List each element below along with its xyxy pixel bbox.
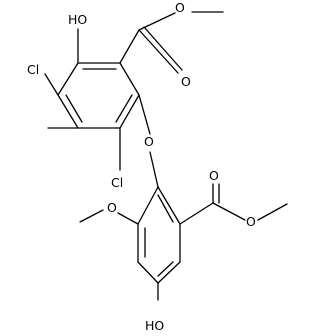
ester2-ether-o-label: O: [246, 214, 256, 229]
ester1-carbonyl-o-label: O: [181, 74, 191, 89]
methoxy-group: O: [79, 200, 139, 225]
lower-benzene-ring: [137, 186, 181, 284]
chemical-structure-diagram: HO Cl Cl O O O O O: [27, 0, 288, 333]
ester2-carbonyl-o-label: O: [209, 168, 219, 183]
cl-left-bond: [44, 73, 59, 96]
bridge-bond-upper: [138, 94, 151, 135]
oh-bottom-label: HO: [145, 318, 164, 333]
ester1-ether-o-label: O: [175, 0, 185, 15]
methoxy-o-label: O: [107, 200, 117, 215]
upper-ester-group: O O: [119, 0, 224, 89]
upper-benzene-ring: [57, 62, 140, 129]
cl-bottom-label: Cl: [111, 175, 123, 190]
cl-left-label: Cl: [27, 62, 39, 77]
bridge-bond-lower: [149, 151, 159, 188]
oh-top-label: HO: [68, 12, 87, 27]
lower-ester-group: O O: [179, 168, 288, 229]
bridge-o-label: O: [144, 134, 154, 149]
